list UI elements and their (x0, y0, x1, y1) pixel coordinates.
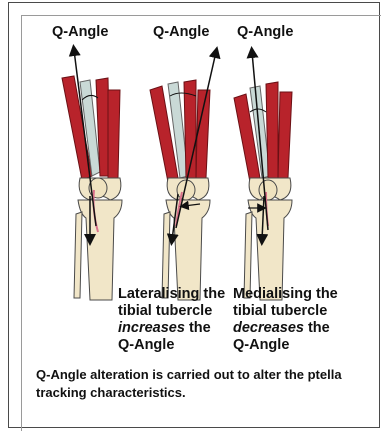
caption-medialising-line2: tibial tubercle (233, 303, 338, 320)
knee-diagram-lateralised (150, 52, 216, 300)
caption-medialising-line3: decreases the (233, 320, 338, 337)
caption-lateralising-tail: the (185, 320, 211, 336)
caption-lateralising-line2: tibial tubercle (118, 303, 225, 320)
q-angle-label-normal: Q-Angle (52, 24, 108, 40)
q-angle-label-medialised: Q-Angle (237, 24, 293, 40)
caption-medialising-emphasis: decreases (233, 320, 304, 336)
caption-lateralising-emphasis: increases (118, 320, 185, 336)
caption-lateralising-line1: Lateralising the (118, 286, 225, 303)
caption-medialising: Medialising the tibial tubercle decrease… (233, 286, 338, 354)
caption-medialising-tail: the (304, 320, 330, 336)
caption-lateralising-line4: Q-Angle (118, 337, 225, 354)
knee-diagram-normal (62, 50, 122, 300)
explanatory-note: Q-Angle alteration is carried out to alt… (36, 366, 366, 401)
caption-lateralising-line3: increases the (118, 320, 225, 337)
caption-lateralising: Lateralising the tibial tubercle increas… (118, 286, 225, 354)
q-angle-label-lateralised: Q-Angle (153, 24, 209, 40)
caption-medialising-line4: Q-Angle (233, 337, 338, 354)
knee-diagram-medialised (234, 52, 292, 300)
caption-medialising-line1: Medialising the (233, 286, 338, 303)
